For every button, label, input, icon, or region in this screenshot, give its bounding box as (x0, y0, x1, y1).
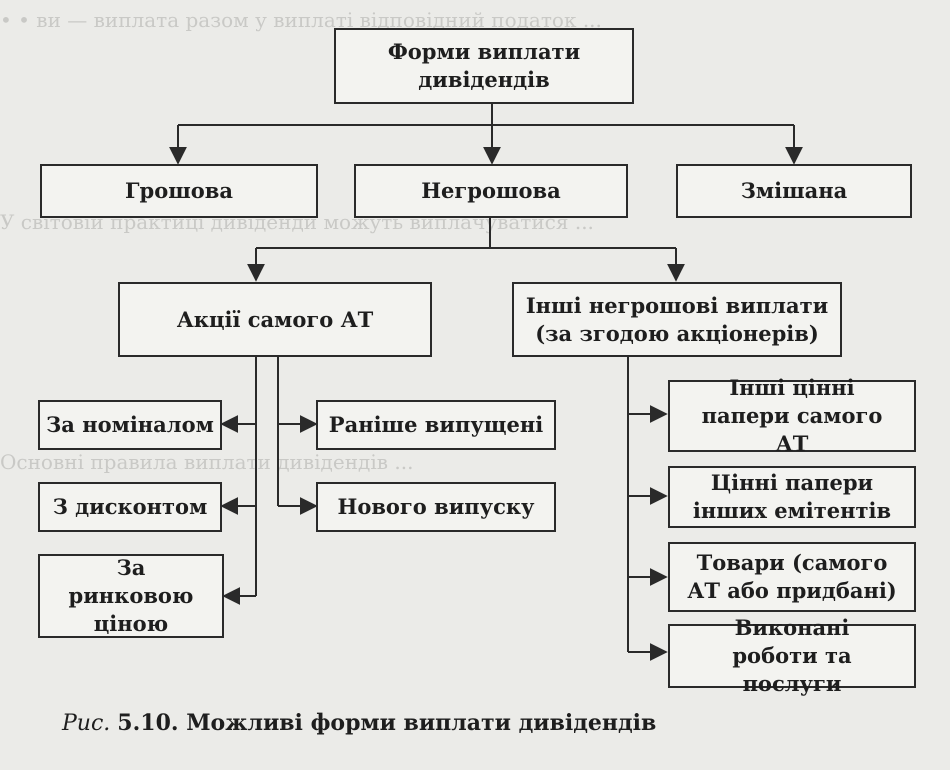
noncash-box: Негрошова (354, 164, 628, 218)
caption-prefix: Рис. (62, 711, 111, 736)
nominal-value-box: За номіналом (38, 400, 222, 450)
works-services-box: Виконані роботи та послуги (668, 615, 916, 696)
other-issuers-securities-box: Цінні папери інших емітентів (668, 466, 916, 528)
mixed-box: Змішана (676, 164, 912, 218)
other-noncash-box: Інші негрошові виплати (за згодою акціон… (512, 282, 842, 357)
background-text: Основні правила виплати дивідендів ... (0, 450, 414, 474)
caption-text: 5.10. Можливі форми виплати дивідендів (117, 710, 657, 736)
discount-box: З дисконтом (38, 482, 222, 532)
other-own-securities-box: Інші цінні папери самого АТ (668, 375, 916, 456)
market-price-box: За ринковою ціною (38, 554, 224, 638)
company-shares-box: Акції самого АТ (118, 282, 432, 357)
cash-box: Грошова (40, 164, 318, 218)
figure-caption: Рис. 5.10. Можливі форми виплати дивіден… (62, 710, 656, 736)
new-issue-box: Нового випуску (316, 482, 556, 532)
previously-issued-box: Раніше випущені (316, 400, 556, 450)
root-box: Форми виплати дивідендів (334, 28, 634, 104)
goods-box: Товари (самого АТ або придбані) (668, 542, 916, 612)
